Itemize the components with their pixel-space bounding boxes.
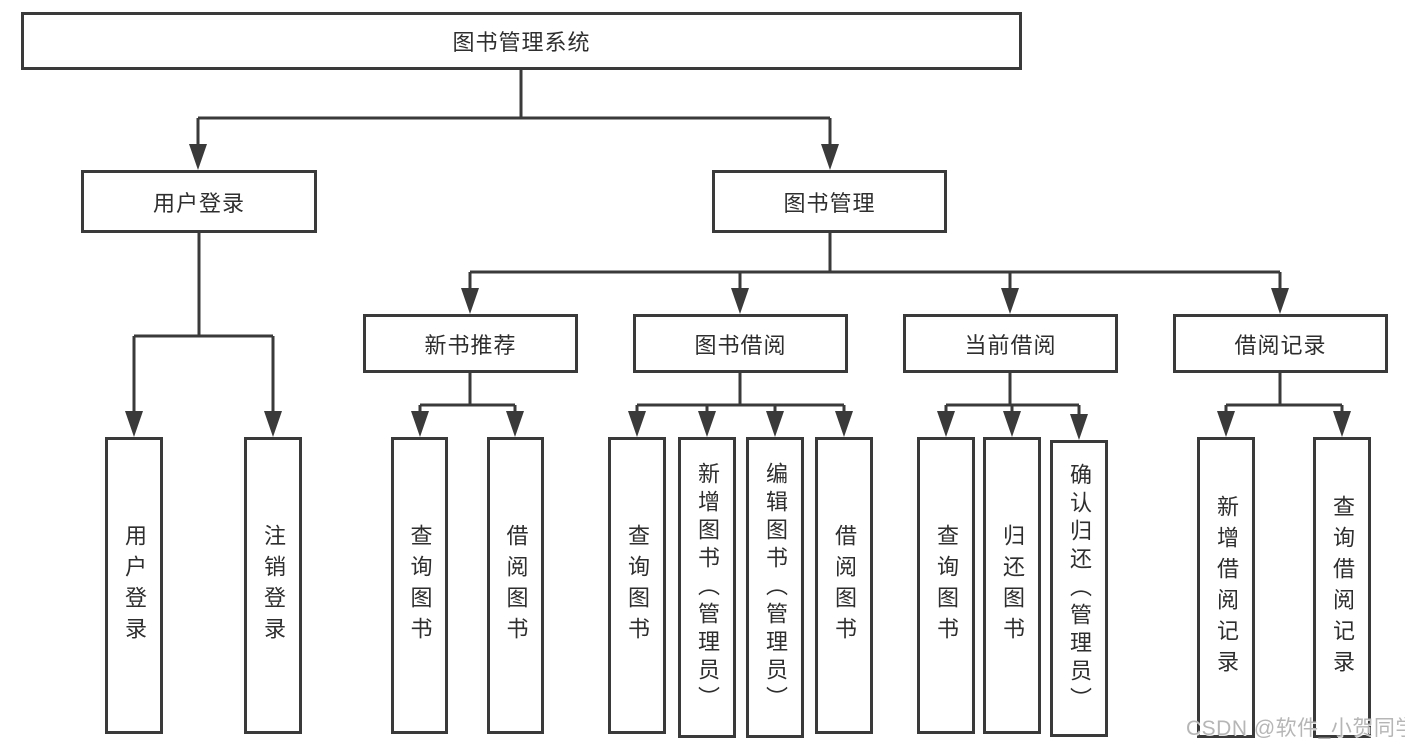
leaf-newbook-borrow-books: 借阅图书 — [487, 437, 544, 734]
leaf-borrowing-edit-books-admin: 编辑图书（管理员） — [746, 437, 804, 738]
node-book-borrowing: 图书借阅 — [633, 314, 848, 373]
watermark: CSDN @软件_小贺同学 — [1186, 717, 1405, 740]
leaf-logout: 注销登录 — [244, 437, 302, 734]
leaf-current-query-books: 查询图书 — [917, 437, 975, 734]
connector-lines — [132, 69, 1344, 416]
leaf-records-add-record: 新增借阅记录 — [1197, 437, 1255, 738]
leaf-current-return-books: 归还图书 — [983, 437, 1041, 734]
leaf-current-confirm-return-admin: 确认归还（管理员） — [1050, 440, 1108, 737]
node-current-borrowing: 当前借阅 — [903, 314, 1118, 373]
leaf-borrowing-add-books-admin: 新增图书（管理员） — [678, 437, 736, 738]
node-root-system: 图书管理系统 — [21, 12, 1022, 70]
node-borrowing-records: 借阅记录 — [1173, 314, 1388, 373]
leaf-user-login: 用户登录 — [105, 437, 163, 734]
leaf-newbook-query-books: 查询图书 — [391, 437, 448, 734]
leaf-records-query-record: 查询借阅记录 — [1313, 437, 1371, 738]
node-new-book-recommend: 新书推荐 — [363, 314, 578, 373]
leaf-borrowing-query-books: 查询图书 — [608, 437, 666, 734]
leaf-borrowing-borrow-books: 借阅图书 — [815, 437, 873, 734]
node-book-management: 图书管理 — [712, 170, 947, 233]
node-user-login: 用户登录 — [81, 170, 317, 233]
arrowhead-icon — [125, 144, 1351, 440]
